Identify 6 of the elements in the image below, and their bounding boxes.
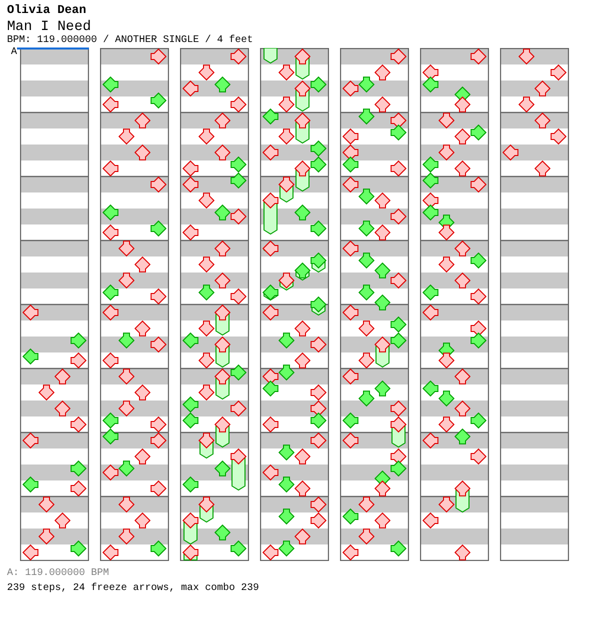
bpm-summary: A: 119.000000 BPM	[7, 568, 110, 580]
artist-name: Olivia Dean	[7, 4, 86, 18]
chart-info: BPM: 119.000000 / ANOTHER SINGLE / 4 feet	[7, 35, 254, 46]
step-summary: 239 steps, 24 freeze arrows, max combo 239	[7, 583, 260, 594]
song-title: Man I Need	[7, 19, 92, 35]
bpm-marker-label: A	[11, 47, 18, 58]
